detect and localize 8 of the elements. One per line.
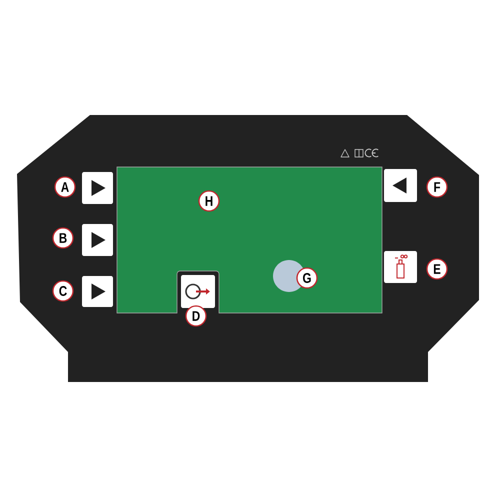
callout-letter: E xyxy=(426,258,448,280)
callout-letter: C xyxy=(52,280,74,302)
callout-letter: D xyxy=(185,305,207,327)
callout-letter: G xyxy=(296,267,318,289)
callout-letter: H xyxy=(198,190,220,212)
callout-letter: A xyxy=(54,176,76,198)
callout-letter: B xyxy=(52,227,74,249)
callout-letter: F xyxy=(426,176,448,198)
